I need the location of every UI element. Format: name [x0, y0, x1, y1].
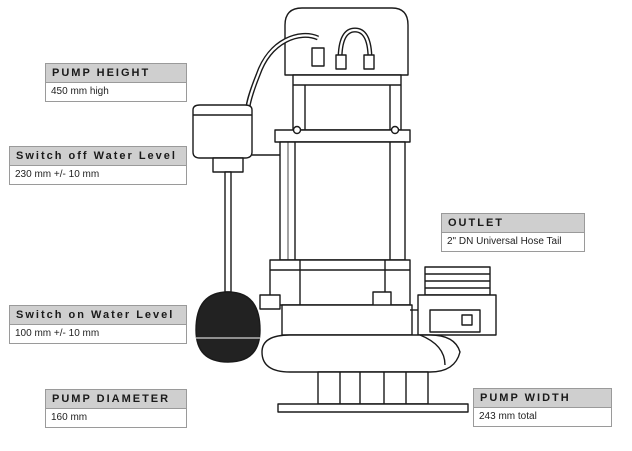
outlet-title: OUTLET	[442, 214, 584, 233]
motor-body	[279, 141, 406, 261]
switch-off-callout: Switch off Water Level 230 mm +/- 10 mm	[9, 146, 187, 185]
switch-on-callout: Switch on Water Level 100 mm +/- 10 mm	[9, 305, 187, 344]
pump-diameter-value: 160 mm	[51, 412, 88, 423]
pump-height-title: PUMP HEIGHT	[46, 64, 186, 83]
float-switch-housing	[192, 104, 253, 159]
pump-feet	[317, 371, 429, 405]
outlet-value: 2" DN Universal Hose Tail	[447, 236, 562, 247]
switch-off-title: Switch off Water Level	[10, 147, 186, 166]
volute-base	[261, 334, 461, 373]
pump-width-title: PUMP WIDTH	[474, 389, 611, 408]
switch-off-value: 230 mm +/- 10 mm	[15, 169, 100, 180]
outlet-callout: OUTLET 2" DN Universal Hose Tail	[441, 213, 585, 252]
pump-chamber	[281, 304, 413, 336]
upper-housing	[292, 74, 402, 131]
float-rod	[224, 171, 232, 293]
pump-width-callout: PUMP WIDTH 243 mm total	[473, 388, 612, 427]
pump-base-plate	[277, 403, 469, 413]
switch-on-title: Switch on Water Level	[10, 306, 186, 325]
pump-height-callout: PUMP HEIGHT 450 mm high	[45, 63, 187, 102]
pump-width-value: 243 mm total	[479, 411, 537, 422]
pump-diameter-title: PUMP DIAMETER	[46, 390, 186, 409]
pump-diameter-callout: PUMP DIAMETER 160 mm	[45, 389, 187, 428]
float-ball	[195, 291, 261, 363]
switch-on-value: 100 mm +/- 10 mm	[15, 328, 100, 339]
pump-height-value: 450 mm high	[51, 86, 109, 97]
power-cable-inner	[246, 34, 319, 109]
